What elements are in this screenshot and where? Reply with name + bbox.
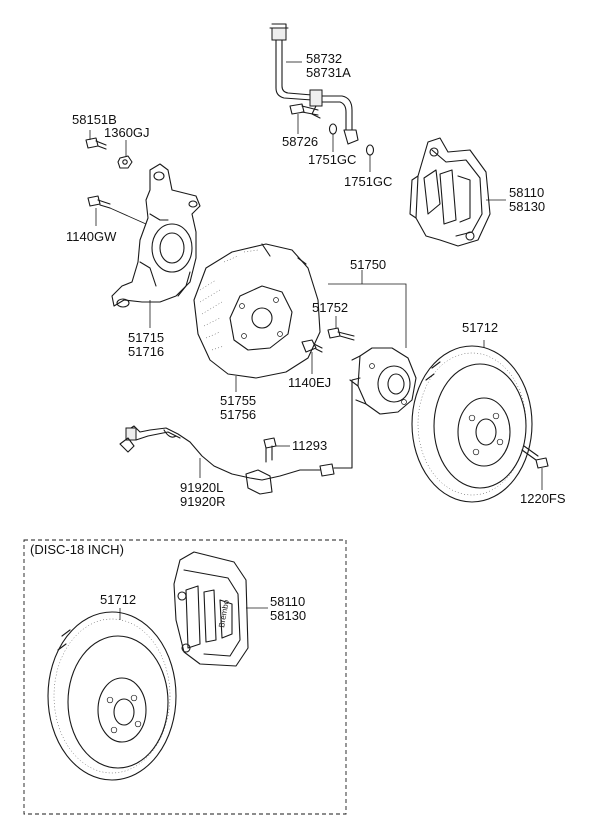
brake-disc-upper bbox=[411, 340, 533, 503]
caliper-upper bbox=[409, 137, 506, 247]
label-11293: 11293 bbox=[292, 438, 327, 453]
disc-18-inch-box bbox=[23, 539, 347, 815]
gasket-washers bbox=[328, 123, 375, 172]
label-58130-upper: 58130 bbox=[509, 199, 545, 214]
bolt-1140gw bbox=[87, 195, 111, 209]
label-1220fs: 1220FS bbox=[520, 491, 566, 506]
label-51716: 51716 bbox=[128, 344, 164, 359]
brake-hose bbox=[269, 23, 359, 145]
bolt-58726 bbox=[289, 103, 319, 134]
bolt-11293 bbox=[263, 437, 290, 463]
box-title: (DISC-18 INCH) bbox=[30, 542, 124, 557]
nut-1360gj bbox=[117, 155, 133, 169]
label-58130-18-inch: 58130 bbox=[270, 608, 306, 623]
label-1140gw: 1140GW bbox=[66, 229, 117, 244]
label-1751gc-upper: 1751GC bbox=[308, 152, 356, 167]
wheel-speed-sensor bbox=[119, 377, 361, 495]
label-58732: 58732 bbox=[306, 51, 342, 66]
dust-cover bbox=[193, 243, 321, 392]
label-91920l: 91920L bbox=[180, 480, 223, 495]
label-51712-upper: 51712 bbox=[462, 320, 498, 335]
label-1140ej: 1140EJ bbox=[288, 375, 331, 390]
brake-disc-18-inch bbox=[47, 608, 177, 781]
hub-assembly bbox=[327, 270, 417, 415]
steering-knuckle bbox=[85, 130, 201, 328]
label-51756: 51756 bbox=[220, 407, 256, 422]
label-58731a: 58731A bbox=[306, 65, 351, 80]
label-51752: 51752 bbox=[312, 300, 348, 315]
label-58726: 58726 bbox=[282, 134, 318, 149]
label-51712-18-inch: 51712 bbox=[100, 592, 136, 607]
svg-text:Brembo: Brembo bbox=[217, 599, 231, 629]
label-51750: 51750 bbox=[350, 257, 386, 272]
label-58151b: 58151B bbox=[72, 112, 117, 127]
screw-1220fs bbox=[521, 445, 549, 490]
label-58110-18-inch: 58110 bbox=[270, 594, 305, 609]
bolt-1140ej bbox=[301, 339, 323, 374]
label-91920r: 91920R bbox=[180, 494, 226, 509]
label-51715: 51715 bbox=[128, 330, 164, 345]
bolt-58151b bbox=[85, 137, 107, 150]
label-1751gc-lower: 1751GC bbox=[344, 174, 392, 189]
label-58110-upper: 58110 bbox=[509, 185, 544, 200]
caliper-18-inch: Brembo bbox=[173, 551, 268, 667]
label-51755: 51755 bbox=[220, 393, 256, 408]
label-1360gj: 1360GJ bbox=[104, 125, 150, 140]
hub-bolt-51752 bbox=[327, 327, 355, 341]
